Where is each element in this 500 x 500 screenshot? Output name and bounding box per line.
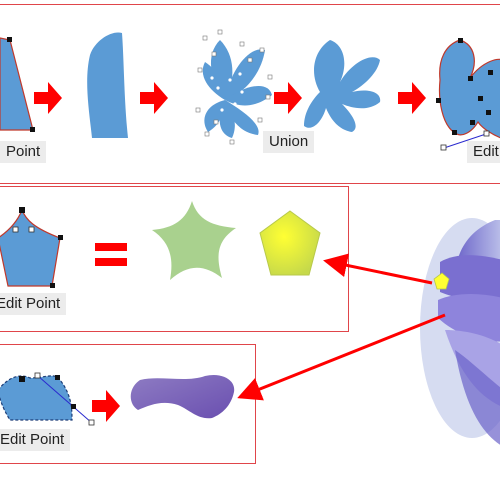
union-flower-shape[interactable] — [304, 40, 381, 132]
purple-flower-shape[interactable] — [420, 218, 500, 450]
edit-point-label-1: Point — [0, 141, 47, 163]
arrow-to-pentagon — [323, 253, 433, 285]
arrow-to-purple-blob — [237, 313, 446, 401]
red-arrow-icon — [398, 82, 426, 114]
edited-trapezoid-shape[interactable] — [0, 37, 35, 132]
yellow-pentagon-shape[interactable] — [259, 210, 321, 276]
top-panel-frame — [0, 4, 500, 184]
green-curved-star-shape[interactable] — [152, 201, 236, 280]
edit-point-label-4: Edit Point — [0, 429, 71, 451]
edited-flower-shape[interactable] — [436, 38, 500, 151]
edit-point-label-2: Edit — [467, 141, 500, 163]
red-arrow-icon — [274, 82, 302, 114]
curved-blob-shape[interactable] — [87, 32, 128, 138]
edited-pentagon-shape[interactable] — [0, 207, 63, 288]
red-arrow-icon — [140, 82, 168, 114]
union-label: Union — [263, 131, 315, 153]
red-arrow-icon — [92, 390, 120, 422]
purple-blob-shape[interactable] — [130, 374, 235, 419]
red-arrow-icon — [34, 82, 62, 114]
bottom-panel-frame — [0, 344, 256, 464]
edited-curve-shape[interactable] — [0, 372, 95, 426]
petal-group-selected[interactable] — [195, 29, 273, 145]
edit-point-label-3: Edit Point — [0, 293, 67, 315]
equals-sign-icon — [95, 243, 127, 266]
